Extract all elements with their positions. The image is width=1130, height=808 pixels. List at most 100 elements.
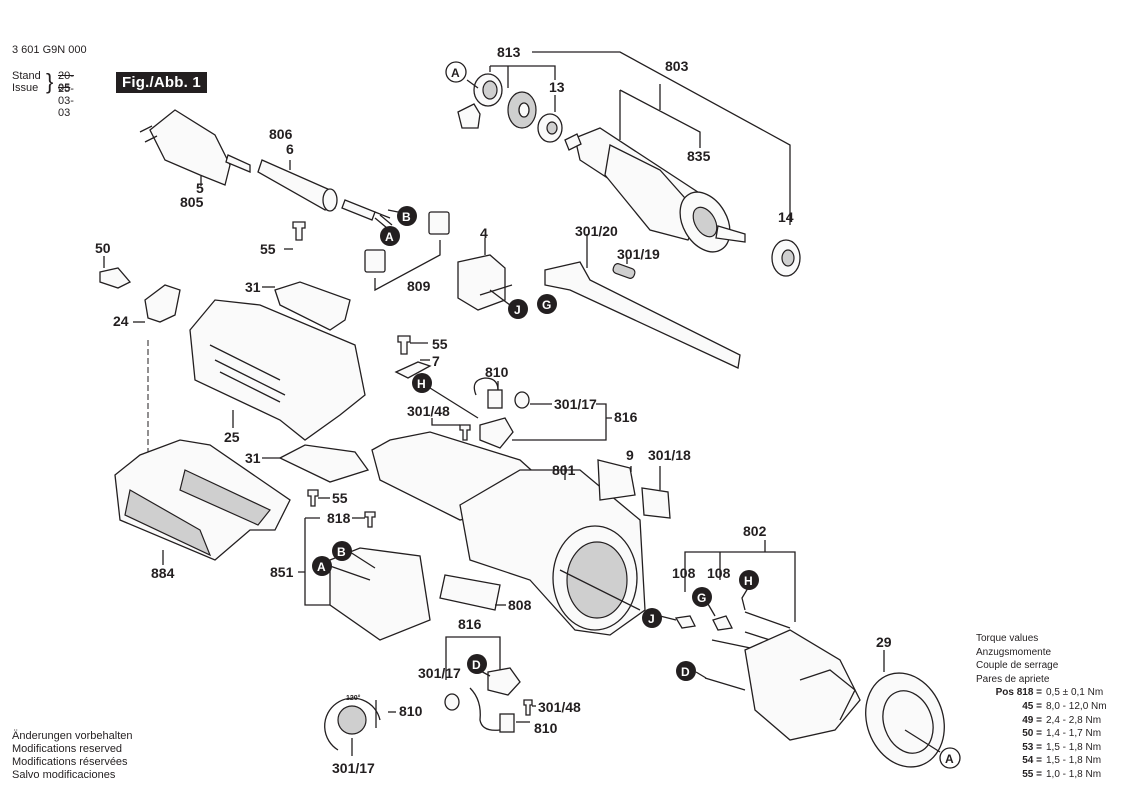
handle-grip xyxy=(124,489,212,557)
field-wires xyxy=(704,611,791,691)
cord-stub xyxy=(225,154,251,173)
terminal-108b-part xyxy=(712,615,733,631)
part-label-5: 5 xyxy=(196,180,204,196)
part-label-6: 6 xyxy=(286,141,294,157)
part-label-805: 805 xyxy=(180,194,204,210)
switch-group xyxy=(457,234,741,369)
torque-value: 1,0 - 1,8 Nm xyxy=(1046,768,1102,780)
field-802-part xyxy=(744,629,861,741)
part-label-810c: 810 xyxy=(399,703,423,719)
brush-810-part xyxy=(487,389,503,409)
torque-row: 55 = 1,0 - 1,8 Nm xyxy=(976,768,1101,782)
svg-text:D: D xyxy=(472,658,481,672)
torque-value: 8,0 - 12,0 Nm xyxy=(1046,700,1107,712)
part-label-301-18: 301/18 xyxy=(648,447,691,463)
switch-box-851-part xyxy=(329,547,431,641)
connector-badge-J-field: J xyxy=(642,608,662,628)
leader-803-835 xyxy=(619,84,701,148)
label-808-part xyxy=(439,574,501,611)
part-label-301-20: 301/20 xyxy=(575,223,618,239)
cord-end-part xyxy=(341,199,376,221)
svg-text:A: A xyxy=(945,752,954,766)
plate-7-part xyxy=(394,361,432,379)
screw-55-part xyxy=(292,221,306,241)
connector-badge-B-cord: B xyxy=(397,206,417,226)
label-9-part xyxy=(597,459,636,501)
notice-es: Salvo modificaciones xyxy=(12,769,116,781)
leader-GJ-switch xyxy=(479,284,513,306)
torque-row: 45 = 8,0 - 12,0 Nm xyxy=(976,700,1106,714)
part-label-29: 29 xyxy=(876,634,892,650)
part-label-55c: 55 xyxy=(332,490,348,506)
part-label-9: 9 xyxy=(626,447,634,463)
cover-25-part xyxy=(189,299,366,441)
part-label-108a: 108 xyxy=(672,565,696,581)
part-label-301-48a: 301/48 xyxy=(407,403,450,419)
spring-arc xyxy=(324,697,381,751)
part-label-25: 25 xyxy=(224,429,240,445)
brace-glyph: } xyxy=(46,69,54,94)
cover-vents xyxy=(209,344,286,403)
leader-802 xyxy=(684,540,796,622)
part-label-809: 809 xyxy=(407,278,431,294)
torque-title-en: Torque values xyxy=(976,633,1039,644)
part-label-801: 801 xyxy=(552,462,576,478)
svg-text:J: J xyxy=(514,303,521,317)
screw-55c-part xyxy=(307,489,319,507)
part-label-806: 806 xyxy=(269,126,293,142)
part-label-813: 813 xyxy=(497,44,521,60)
leader-803-14 xyxy=(532,51,791,225)
torque-value: 1,4 - 1,7 Nm xyxy=(1046,728,1102,740)
part-label-55b: 55 xyxy=(432,336,448,352)
part-label-835: 835 xyxy=(687,148,711,164)
document-number: 3 601 G9N 000 xyxy=(12,44,87,56)
part-label-301-19: 301/19 xyxy=(617,246,660,262)
torque-row: 50 = 1,4 - 1,7 Nm xyxy=(976,727,1101,741)
part-label-803: 803 xyxy=(665,58,689,74)
torque-pos: Pos 818 = xyxy=(995,687,1042,699)
leader-816b xyxy=(445,636,501,680)
old-date: 20-05 xyxy=(58,70,74,94)
housing-left-group xyxy=(99,221,370,565)
leader-G-field xyxy=(707,603,716,617)
cap-301-18-part xyxy=(641,487,671,519)
leader-H-upper xyxy=(429,387,479,419)
leader-851 xyxy=(298,517,330,606)
field-group xyxy=(674,540,945,768)
brush-holder-part xyxy=(479,417,514,449)
spring-301-17-part xyxy=(514,391,530,409)
plug-part xyxy=(149,109,231,186)
ring-29-part xyxy=(865,672,945,768)
bearing-13-part xyxy=(537,113,563,143)
slider-part xyxy=(544,261,741,369)
stand-label: Stand xyxy=(12,70,41,82)
connector-badge-A-box: A xyxy=(312,556,332,576)
spring-b-part xyxy=(444,693,460,711)
part-label-4: 4 xyxy=(480,225,488,241)
leader-813 xyxy=(489,65,556,88)
leader-H-field xyxy=(741,587,749,611)
connector-badge-D-field: D xyxy=(676,661,696,681)
part-label-108b: 108 xyxy=(707,565,731,581)
leader-J-field xyxy=(559,569,677,621)
svg-text:A: A xyxy=(451,66,460,80)
torque-value: 1,5 - 1,8 Nm xyxy=(1046,741,1102,753)
svg-text:D: D xyxy=(681,665,690,679)
leader-AB-box xyxy=(329,551,376,581)
terminal-108a-part xyxy=(674,615,696,629)
screw-50-part xyxy=(99,267,132,289)
brush-lower-group xyxy=(324,636,536,756)
part-label-816a: 816 xyxy=(614,409,638,425)
part-label-13: 13 xyxy=(549,79,565,95)
connector-badge-H-field: H xyxy=(739,570,759,590)
bearing-14-part xyxy=(771,239,801,277)
part-label-808: 808 xyxy=(508,597,532,613)
leader-D-field xyxy=(695,671,707,679)
leader-816a xyxy=(512,403,612,441)
torque-pos: 54 = xyxy=(1022,755,1042,767)
torque-row: 49 = 2,4 - 2,8 Nm xyxy=(976,714,1101,728)
connector-badge-G-field: G xyxy=(692,587,712,607)
revision-block: Stand Issue } 20-05 25-03-03 xyxy=(12,70,74,119)
part-label-7: 7 xyxy=(432,353,440,369)
part-label-816b: 816 xyxy=(458,616,482,632)
